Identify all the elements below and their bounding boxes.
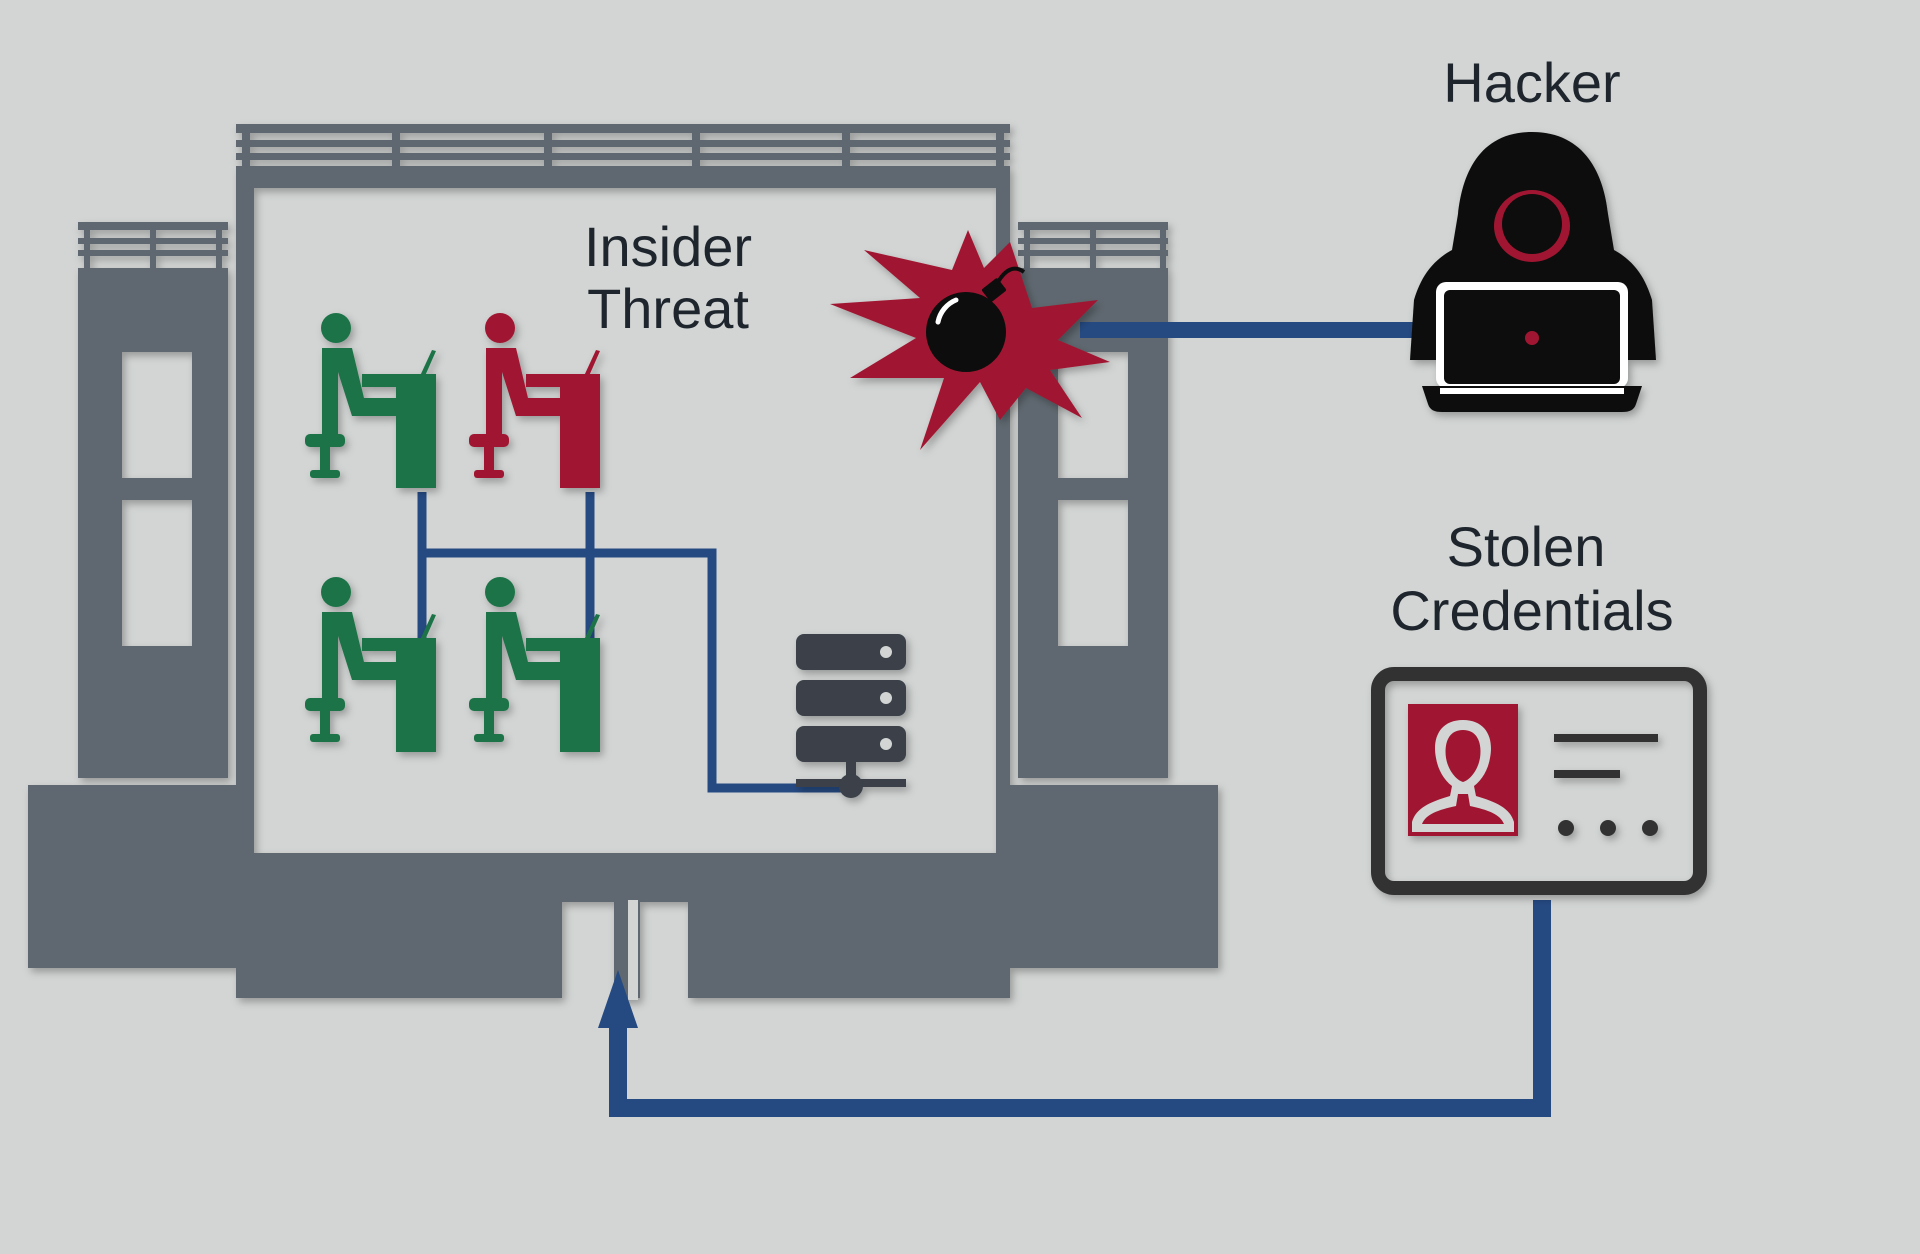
insider-threat-label-line2: Threat [587, 277, 749, 340]
server-rack-icon [796, 634, 906, 798]
arrow-head [598, 970, 638, 1028]
hooded-hacker-laptop-icon [1410, 132, 1656, 412]
id-card-icon [1371, 667, 1707, 895]
network-wires [417, 322, 1551, 1117]
main-block [28, 172, 1218, 998]
worker-green-2 [305, 577, 436, 752]
right-tower [1018, 222, 1168, 778]
stolen-credentials-label-line1: Stolen [1447, 515, 1606, 578]
hacker-label: Hacker [1443, 51, 1620, 114]
worker-green-3 [469, 577, 600, 752]
stolen-credentials-label-line2: Credentials [1390, 579, 1673, 642]
worker-red [469, 313, 600, 488]
bomb-explosion-icon [830, 230, 1110, 450]
left-tower [78, 222, 228, 778]
roof-railing [236, 124, 1010, 173]
worker-green-1 [305, 313, 436, 488]
insider-threat-label-line1: Insider [584, 215, 752, 278]
